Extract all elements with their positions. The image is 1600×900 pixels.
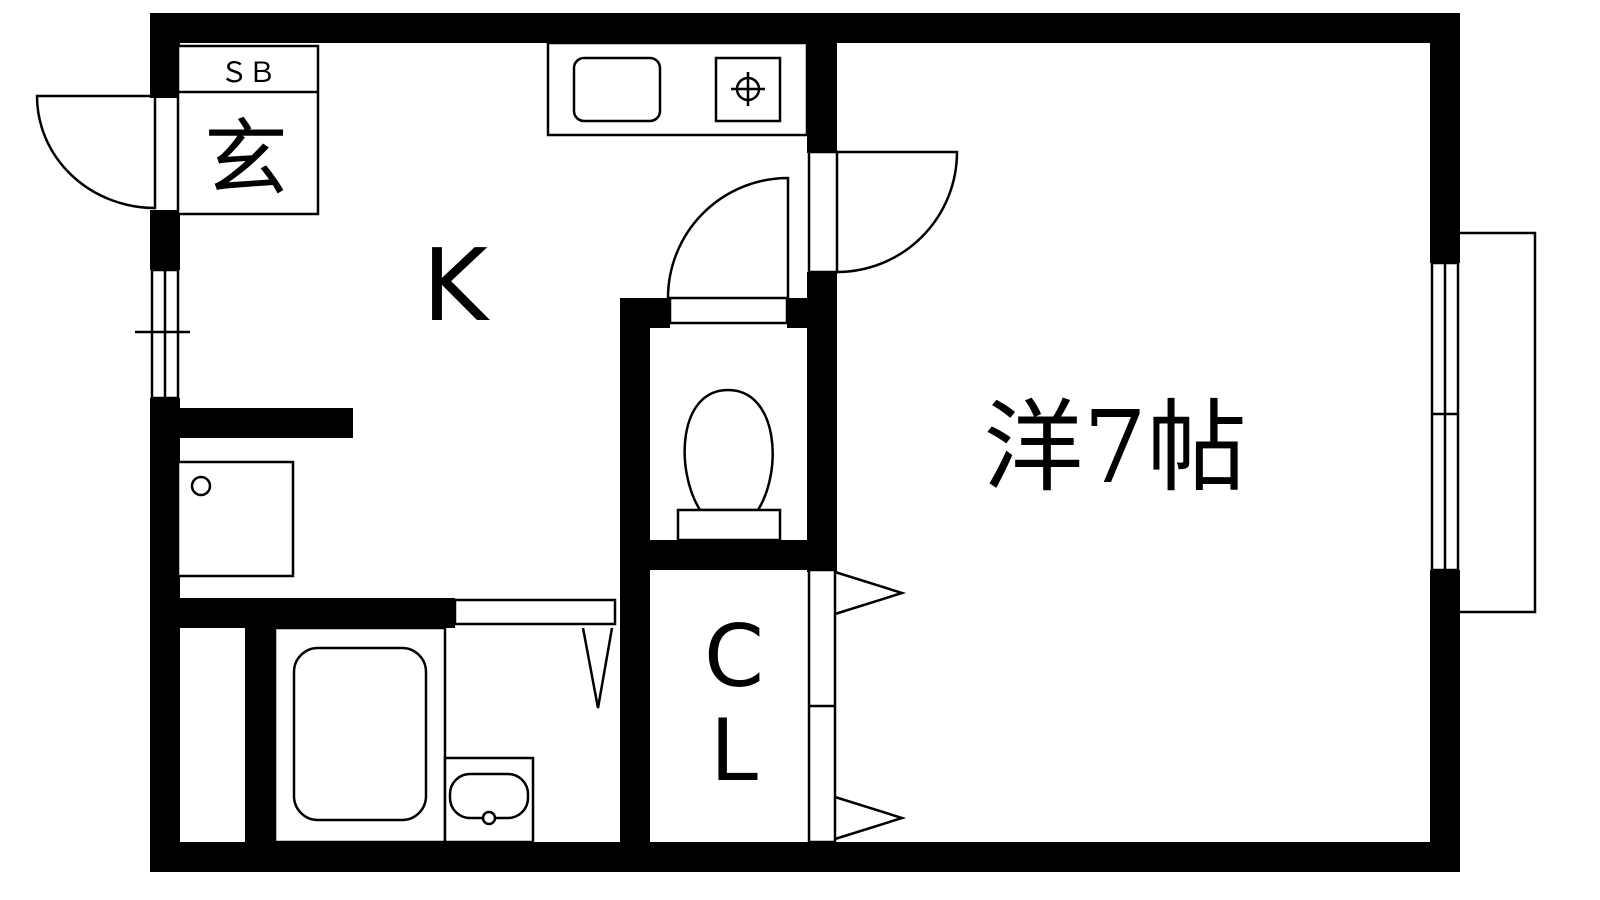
wall-right-upper (1430, 13, 1460, 263)
wall-left-top (150, 13, 180, 98)
wall-left-lower (150, 398, 180, 872)
entrance-area: ＳＢ 玄 (176, 44, 320, 216)
wall-toilet-bottom (620, 540, 837, 570)
shoe-box-label: ＳＢ (220, 56, 276, 89)
right-window-icon (1430, 261, 1460, 572)
wall-bath-divider (245, 598, 275, 872)
closet-door-icon (834, 570, 907, 616)
wall-top (150, 13, 1460, 43)
wall-bath-top (150, 598, 455, 628)
wall-kitchen-stub (150, 408, 353, 438)
wall-left-mid (150, 210, 180, 270)
toilet-door-icon (666, 176, 790, 325)
balcony (1460, 231, 1537, 614)
outer-walls (150, 13, 1460, 872)
entrance-label: 玄 (204, 110, 288, 208)
entrance-box (176, 44, 320, 216)
closet-door-icon-2 (834, 795, 907, 841)
closet-area: C L (704, 568, 907, 844)
bathtub-icon (273, 626, 447, 844)
closet-c-label: C (704, 607, 764, 707)
western-room-label: 洋7帖 (983, 389, 1247, 506)
wall-right-lower (1430, 570, 1460, 872)
closet-l-label: L (710, 701, 758, 801)
entrance-door-icon (35, 94, 157, 210)
wall-bottom (150, 842, 1460, 872)
bath-sliding-door (453, 598, 617, 709)
room-door-icon (807, 150, 959, 274)
washing-machine-icon (176, 460, 295, 578)
kitchen-counter (546, 41, 809, 137)
toilet-icon (676, 388, 782, 542)
sink-icon (572, 56, 662, 123)
wall-toilet-top-left (620, 298, 670, 328)
window-icon (135, 268, 190, 400)
kitchen-label: K (422, 227, 490, 344)
wall-toilet-left (620, 298, 650, 872)
wall-kitchen-room-upper (807, 13, 837, 153)
washbasin-icon (443, 756, 535, 844)
wall-toilet-top-right (787, 298, 837, 328)
interior-walls (150, 13, 837, 872)
